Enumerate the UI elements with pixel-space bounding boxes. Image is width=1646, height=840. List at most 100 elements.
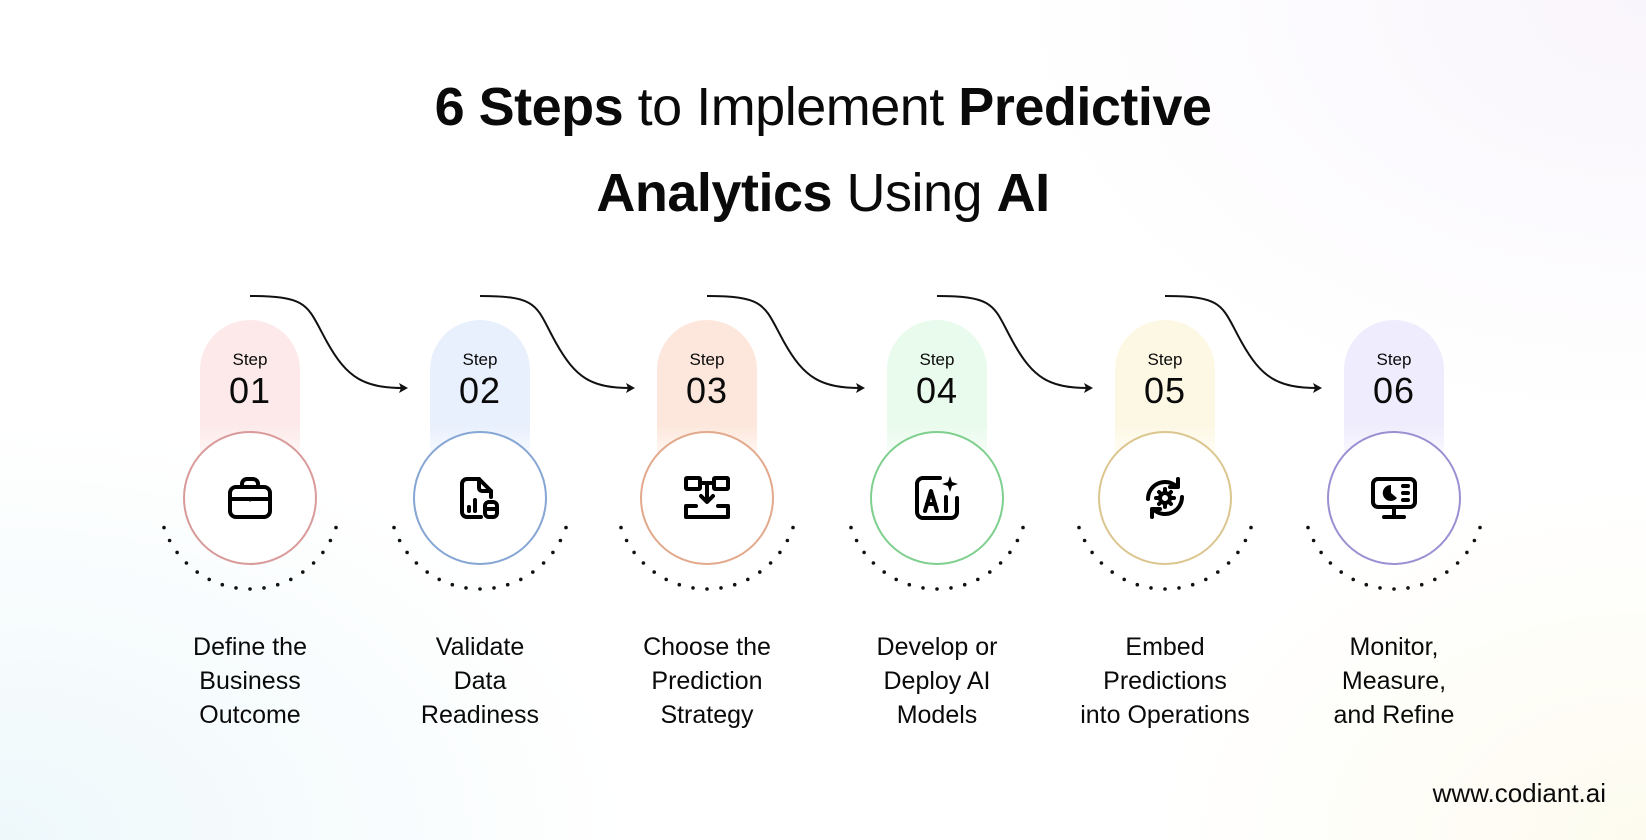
- arc-dot: [1465, 550, 1469, 555]
- arc-dot: [248, 587, 252, 591]
- step-number: 03: [685, 370, 729, 411]
- step-number: 06: [1372, 370, 1416, 411]
- arc-dot: [1015, 538, 1020, 543]
- arc-dot: [854, 538, 859, 543]
- arc-dot: [334, 525, 338, 530]
- arc-dot: [632, 550, 636, 555]
- arc-dot: [1249, 525, 1253, 530]
- arc-dot: [849, 525, 853, 530]
- step-word: Step: [462, 350, 498, 369]
- step-label-line: Monitor,: [1349, 633, 1439, 661]
- arc-dot: [220, 582, 225, 587]
- step-word: Step: [1147, 350, 1183, 369]
- step-label-line: Choose the: [643, 633, 771, 661]
- step-word: Step: [232, 350, 268, 369]
- arc-dot: [758, 570, 762, 574]
- connector-arrow: [1164, 295, 1319, 389]
- arc-dot: [785, 538, 790, 543]
- arc-dot: [392, 525, 396, 530]
- arc-dot: [1236, 550, 1240, 555]
- arc-dot: [1135, 582, 1140, 587]
- step-number: 04: [915, 370, 959, 411]
- step-label-line: Data: [453, 667, 507, 695]
- arc-dot: [882, 570, 886, 574]
- arc-dot: [289, 577, 293, 582]
- arc-dot: [705, 587, 709, 591]
- arc-dot: [1090, 550, 1094, 555]
- step-label-line: Validate: [435, 633, 525, 661]
- step-number: 02: [458, 370, 502, 411]
- step-number: 01: [228, 370, 272, 411]
- arc-dot: [1008, 550, 1012, 555]
- arc-dot: [907, 582, 912, 587]
- ai-sparkle-icon: [912, 473, 962, 523]
- arc-dot: [988, 570, 992, 574]
- step-icon-ring: [870, 431, 1004, 565]
- arc-dot: [1328, 561, 1333, 565]
- arc-dot: [328, 538, 333, 543]
- arc-dot: [1099, 561, 1104, 565]
- arc-dot: [405, 550, 409, 555]
- monitor-chart-icon: [1369, 473, 1419, 523]
- arc-dot: [921, 586, 925, 590]
- arc-dot: [1364, 582, 1369, 587]
- title-line-2: Analytics Using AI: [596, 163, 1050, 223]
- arc-dot: [464, 586, 468, 590]
- connector-arrow: [479, 295, 632, 389]
- arc-dot: [746, 577, 750, 582]
- arc-dot: [1419, 582, 1424, 587]
- arc-dot: [184, 561, 189, 565]
- arc-dot: [234, 586, 238, 590]
- step-number: 05: [1143, 370, 1187, 411]
- step-label-line: Models: [896, 701, 978, 729]
- connector-arrow: [706, 295, 862, 389]
- arc-dot: [652, 570, 656, 574]
- arc-dot: [397, 538, 402, 543]
- arc-dot: [624, 538, 629, 543]
- arc-dot: [1351, 577, 1355, 582]
- arc-dot: [619, 525, 623, 530]
- arc-dot: [1319, 550, 1323, 555]
- arc-dot: [691, 586, 695, 590]
- arc-dot: [1378, 586, 1382, 590]
- step-label-line: into Operations: [1080, 701, 1250, 729]
- step-word: Step: [689, 350, 725, 369]
- arc-dot: [998, 561, 1003, 565]
- arc-dot: [1478, 525, 1482, 530]
- arc-dot: [1204, 577, 1208, 582]
- arrowhead-icon: [1313, 383, 1322, 393]
- step-label-line: Deploy AI: [883, 667, 991, 695]
- briefcase-icon: [225, 473, 275, 523]
- arc-dot: [262, 586, 266, 590]
- arc-dot: [1455, 561, 1460, 565]
- arc-dot: [541, 561, 546, 565]
- arc-dot: [1122, 577, 1126, 582]
- arc-dot: [167, 538, 172, 543]
- arc-dot: [894, 577, 898, 582]
- arc-dot: [1306, 525, 1310, 530]
- arc-dot: [1163, 587, 1167, 591]
- arc-dot: [437, 577, 442, 582]
- arc-dot: [1077, 525, 1081, 530]
- step-label-line: Predictions: [1103, 667, 1227, 695]
- file-chart-database-icon: [455, 473, 505, 523]
- arc-dot: [1406, 586, 1410, 590]
- connector-arrow: [249, 295, 405, 389]
- step-label-line: and Refine: [1333, 701, 1455, 729]
- step-label-line: Business: [199, 667, 301, 695]
- arrowhead-icon: [399, 383, 408, 393]
- arc-dot: [949, 586, 953, 590]
- arc-dot: [195, 570, 199, 574]
- arc-dot: [1082, 538, 1087, 543]
- arc-dot: [768, 561, 773, 565]
- step-word: Step: [1376, 350, 1412, 369]
- arc-dot: [664, 577, 668, 582]
- arc-dot: [551, 550, 555, 555]
